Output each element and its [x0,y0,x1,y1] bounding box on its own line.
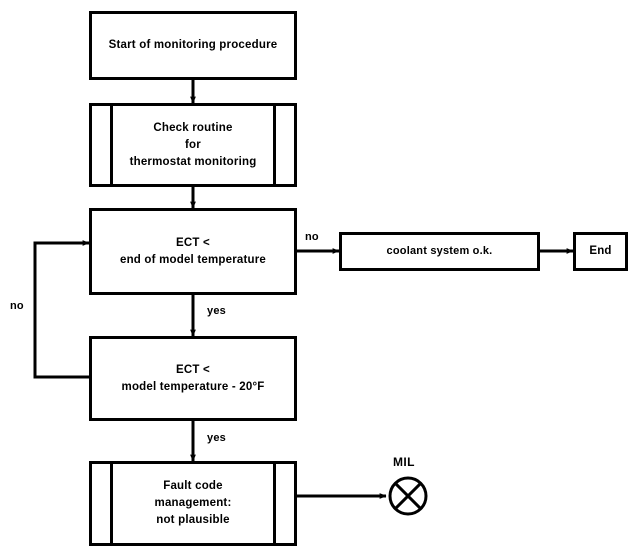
subroutine-left-bar [110,106,113,184]
node-coolant-ok[interactable]: coolant system o.k. [339,232,540,271]
node-decision-end-of-model[interactable]: ECT < end of model temperature [89,208,297,295]
mil-label: MIL [393,455,415,469]
edge-label-no-left: no [10,300,24,312]
node-fault-code-label: Fault code management: not plausible [154,480,232,526]
node-end[interactable]: End [573,232,628,271]
node-decision-end-of-model-label: ECT < end of model temperature [119,236,267,266]
subroutine-right-bar [273,464,276,543]
node-coolant-ok-label: coolant system o.k. [386,245,493,257]
node-check-routine[interactable]: Check routine for thermostat monitoring [89,103,297,187]
node-start[interactable]: Start of monitoring procedure [89,11,297,80]
node-end-label: End [589,245,612,257]
mil-lamp-icon [388,476,428,516]
node-decision-model-minus-20-label: ECT < model temperature - 20°F [121,363,265,393]
edge-label-yes-upper: yes [207,305,226,317]
edge-decision2-no-feedback [33,240,90,379]
node-decision-model-minus-20[interactable]: ECT < model temperature - 20°F [89,336,297,421]
edge-label-no-right: no [305,231,319,243]
subroutine-right-bar [273,106,276,184]
edge-label-yes-lower: yes [207,432,226,444]
node-start-label: Start of monitoring procedure [108,39,278,51]
subroutine-left-bar [110,464,113,543]
node-fault-code[interactable]: Fault code management: not plausible [89,461,297,546]
node-check-routine-label: Check routine for thermostat monitoring [129,121,257,168]
